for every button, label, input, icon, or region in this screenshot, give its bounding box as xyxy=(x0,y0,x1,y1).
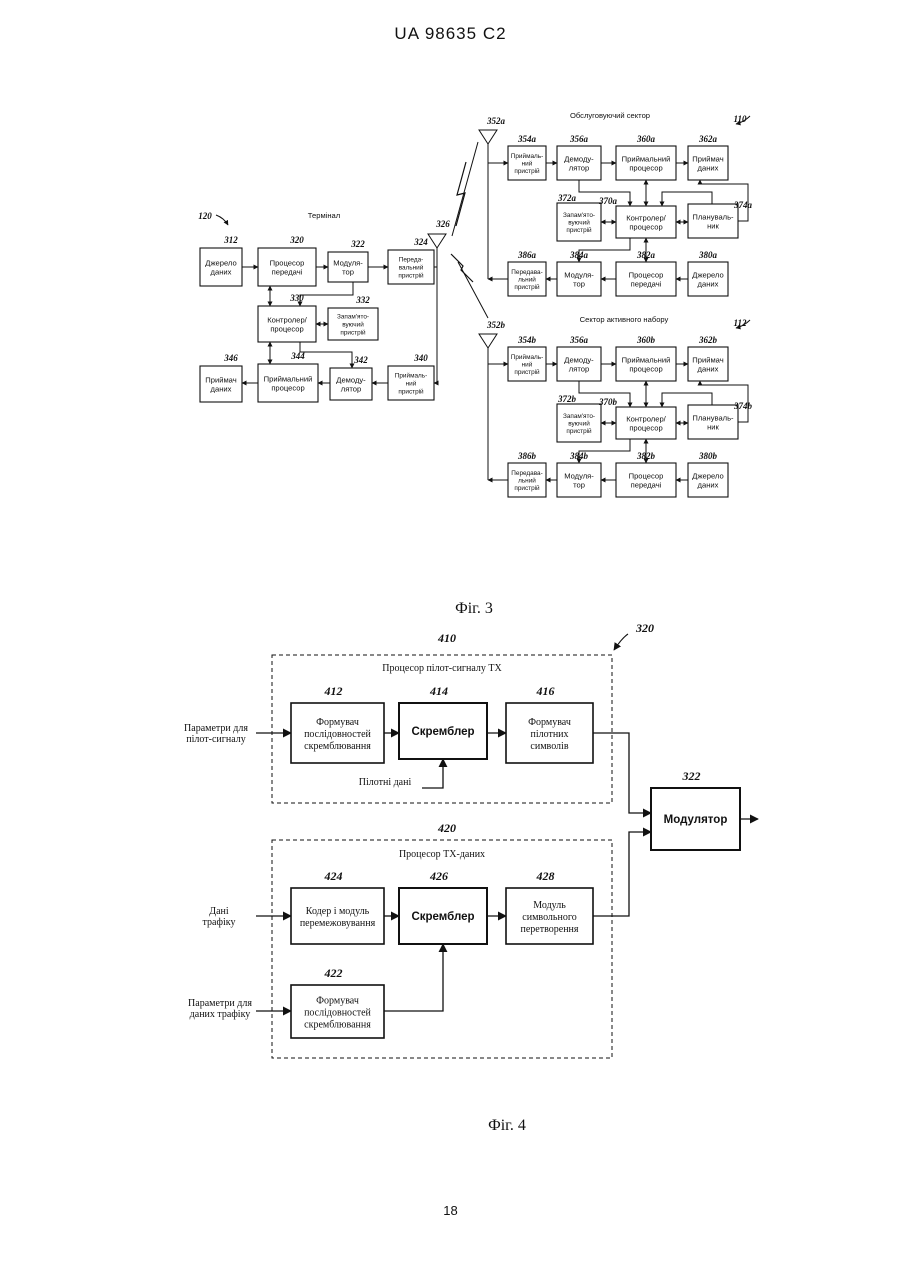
fig4-block-422-line: послідовностей xyxy=(304,1007,371,1018)
traffic-data-label: трафіку xyxy=(203,917,236,928)
fig4-block-414-line: Скремблер xyxy=(411,726,474,738)
traffic-params-label: Параметри для xyxy=(188,998,252,1009)
fig4-block-424-line: Кодер і модуль xyxy=(306,906,370,917)
page-number: 18 xyxy=(0,1203,901,1218)
fig4-ref-428: 428 xyxy=(536,869,555,883)
fig4-ref-422: 422 xyxy=(324,966,343,980)
fig4-block-424-line: перемежовування xyxy=(300,918,376,929)
traffic-params-label: даних трафіку xyxy=(190,1009,251,1020)
fig4-block-416-line: символів xyxy=(530,741,568,752)
signal-wire xyxy=(384,944,443,1011)
fig4-ref-412: 412 xyxy=(324,684,343,698)
fig4-block-426-line: Скремблер xyxy=(411,911,474,923)
data-group-title: Процесор ТХ-даних xyxy=(399,849,485,860)
data-group-ref: 420 xyxy=(437,821,456,835)
fig4-block-428-line: символьного xyxy=(522,912,576,923)
figure-4-caption: Фіг. 4 xyxy=(488,1117,526,1134)
fig4-block-428-line: перетворення xyxy=(521,924,579,935)
fig4-ref-426: 426 xyxy=(429,869,448,883)
fig4-block-412-line: Формувач xyxy=(316,717,359,728)
figure-4-diagram: ФормувачпослідовностейскремблюванняСкрем… xyxy=(0,0,901,1150)
fig4-block-422-line: скремблювання xyxy=(304,1019,371,1030)
fig4-ref-416: 416 xyxy=(536,684,555,698)
fig4-ref-424: 424 xyxy=(324,869,343,883)
fig4-ref-414: 414 xyxy=(429,684,448,698)
pilot-params-label: пілот-сигналу xyxy=(186,734,245,745)
figure-4-ref: 320 xyxy=(635,621,654,635)
fig4-block-422-line: Формувач xyxy=(316,995,359,1006)
pilot-group-title: Процесор пілот-сигналу ТХ xyxy=(382,663,502,674)
pilot-data-label: Пілотні дані xyxy=(359,777,412,788)
pilot-group-ref: 410 xyxy=(437,631,456,645)
ref-pointer xyxy=(614,634,628,650)
traffic-data-label: Дані xyxy=(209,906,229,917)
fig4-block-416-line: Формувач xyxy=(528,717,571,728)
fig4-block-416-line: пілотних xyxy=(530,729,568,740)
fig4-block-412-line: послідовностей xyxy=(304,729,371,740)
fig4-block-412-line: скремблювання xyxy=(304,741,371,752)
fig4-block-428-line: Модуль xyxy=(533,900,566,911)
fig4-ref-322: 322 xyxy=(682,769,701,783)
signal-wire xyxy=(422,759,443,788)
signal-wire xyxy=(593,832,651,916)
signal-wire xyxy=(593,733,651,813)
fig4-block-322-line: Модулятор xyxy=(664,814,728,826)
pilot-params-label: Параметри для xyxy=(184,723,248,734)
